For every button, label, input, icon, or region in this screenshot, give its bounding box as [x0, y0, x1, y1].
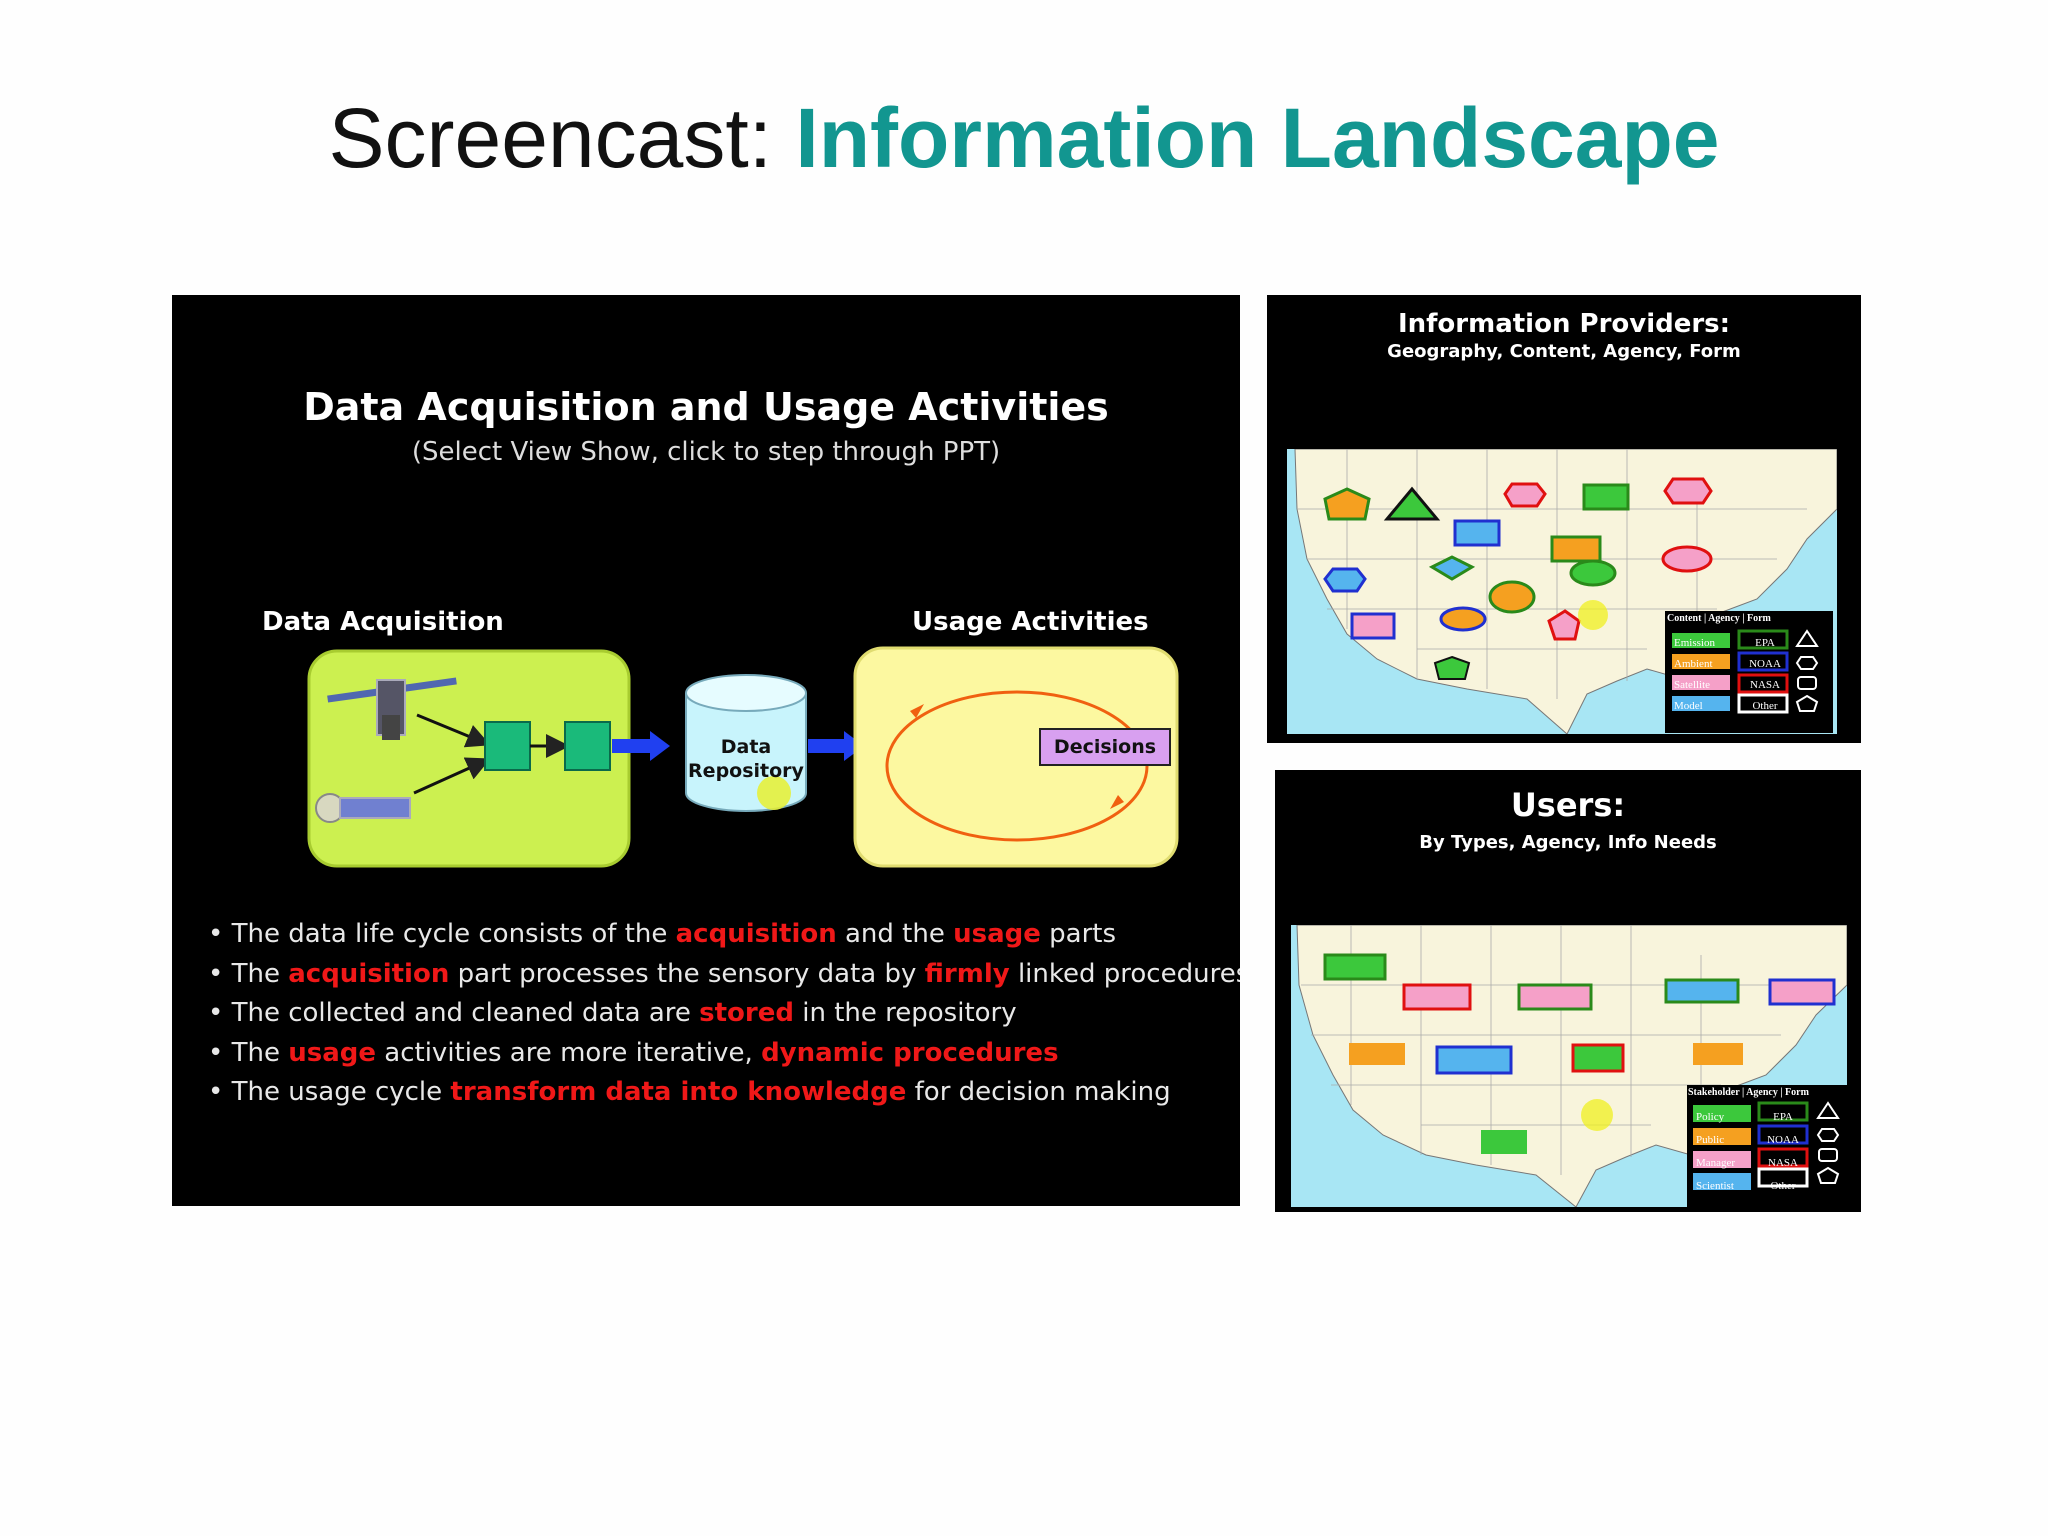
title-highlight: Information Landscape: [795, 91, 1720, 185]
map-marker: [1383, 486, 1441, 521]
cursor-highlight: [1578, 600, 1608, 630]
main-slide-title: Data Acquisition and Usage Activities: [303, 385, 1109, 429]
users-legend-header: Stakeholder | Agency | Form: [1688, 1087, 1809, 1098]
main-slide-subtitle: (Select View Show, click to step through…: [411, 437, 1001, 467]
cursor-highlight: [757, 776, 791, 810]
map-marker: [1435, 1045, 1513, 1075]
providers-title: Information Providers:: [1397, 309, 1731, 339]
usage-box: [853, 646, 1179, 868]
map-marker: [1503, 482, 1547, 508]
map-marker: [1402, 983, 1472, 1011]
map-marker: [1517, 983, 1593, 1011]
bullet-item: • The usage cycle transform data into kn…: [208, 1077, 1171, 1107]
bullet-item: • The collected and cleaned data are sto…: [208, 998, 1017, 1028]
map-marker: [1768, 978, 1836, 1006]
process-step-1: [484, 721, 531, 771]
users-map: [1291, 925, 1847, 1207]
map-marker: [1661, 545, 1713, 573]
bullet-item: • The acquisition part processes the sen…: [208, 958, 1240, 989]
arrow-to-repository: [612, 731, 670, 761]
decisions-label: Decisions: [1053, 736, 1157, 758]
acquisition-label: Data Acquisition: [262, 607, 504, 637]
usage-label: Usage Activities: [912, 607, 1149, 637]
bullet-item: • The data life cycle consists of the ac…: [208, 919, 1117, 949]
map-marker: [1323, 487, 1371, 521]
providers-legend-header: Content | Agency | Form: [1667, 613, 1771, 624]
map-marker: [1582, 483, 1630, 511]
bullet-list: • The data life cycle consists of the ac…: [208, 915, 1240, 1113]
page-title: Screencast: Information Landscape: [0, 88, 2048, 188]
map-marker: [1350, 612, 1396, 640]
map-marker: [1664, 978, 1740, 1004]
repository-label-line2: Repository: [688, 760, 804, 782]
map-marker: [1569, 559, 1617, 587]
providers-subtitle: Geography, Content, Agency, Form: [1387, 341, 1741, 362]
map-marker: [1481, 1130, 1527, 1154]
map-marker: [1488, 580, 1536, 614]
users-slide-panel[interactable]: Users: By Types, Agency, Info Needs: [1275, 770, 1861, 1212]
providers-slide-panel[interactable]: Information Providers: Geography, Conten…: [1267, 295, 1861, 743]
arrow-to-usage: [808, 731, 864, 761]
users-title: Users:: [1510, 786, 1626, 824]
map-marker: [1571, 1043, 1625, 1073]
title-prefix: Screencast:: [328, 91, 796, 185]
satellite-icon: [327, 677, 457, 740]
main-slide-panel[interactable]: Data Acquisition and Usage Activities (S…: [172, 295, 1240, 1206]
repository-label: Data Repository: [686, 735, 806, 783]
providers-map: [1287, 449, 1837, 734]
map-marker: [1547, 609, 1581, 641]
map-marker: [1349, 1043, 1405, 1065]
cursor-highlight: [1581, 1099, 1613, 1131]
map-marker: [1428, 555, 1476, 581]
map-marker: [1663, 477, 1713, 505]
map-marker: [1439, 606, 1487, 632]
decisions-box: [1039, 728, 1171, 766]
bullet-item: • The usage activities are more iterativ…: [208, 1037, 1059, 1068]
map-marker: [1433, 655, 1471, 680]
earth-satellite-icon: [315, 793, 411, 823]
process-step-2: [564, 721, 611, 771]
users-subtitle: By Types, Agency, Info Needs: [1419, 832, 1717, 853]
map-marker: [1453, 519, 1501, 547]
map-marker: [1550, 535, 1602, 563]
map-marker: [1693, 1043, 1743, 1065]
repository-label-line1: Data: [720, 736, 772, 758]
lifecycle-diagram: [307, 646, 1179, 868]
map-marker: [1323, 567, 1367, 593]
map-marker: [1323, 953, 1387, 981]
